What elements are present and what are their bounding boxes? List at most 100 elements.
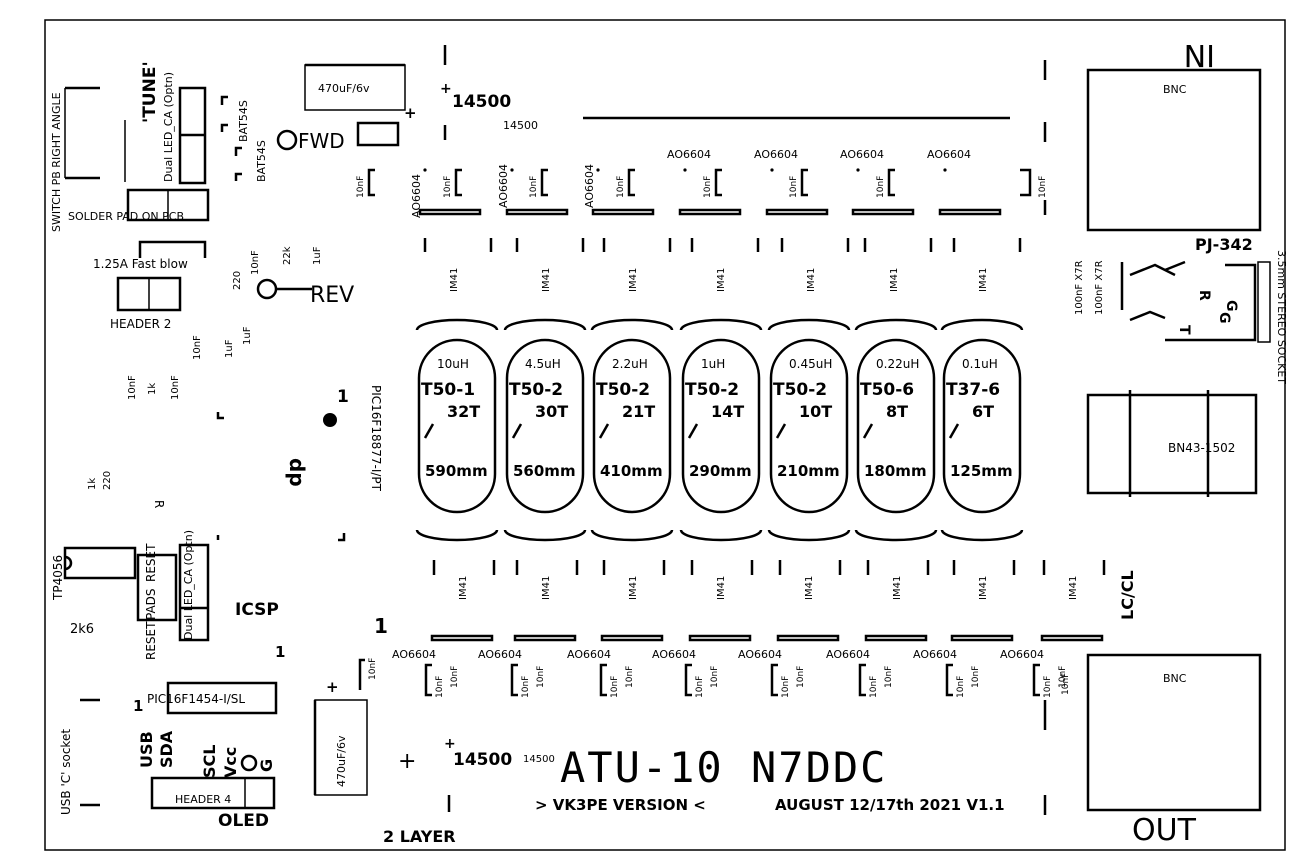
board-outline <box>44 19 1286 851</box>
pin1-dot <box>770 168 774 172</box>
cap-outline <box>358 658 365 690</box>
cap-top-value: 10nF <box>1038 176 1048 198</box>
reset-label: RESET <box>144 621 158 660</box>
mosfet-top-label: AO6604 <box>840 148 884 161</box>
r14500b-small: 14500 <box>523 754 555 765</box>
fuse-label: 1.25A Fast blow <box>93 257 188 271</box>
cap-outline <box>540 168 548 197</box>
scl-label: SCL <box>200 745 219 778</box>
mosfet-top-label: AO6604 <box>754 148 798 161</box>
toroid-arc <box>415 318 499 331</box>
mosfet-bottom-label: AO6604 <box>913 648 957 661</box>
inductor-wire: 210mm <box>777 462 840 480</box>
inductor-turns: 8T <box>886 402 908 421</box>
r-label: R <box>152 500 166 508</box>
wind-mark <box>948 423 960 439</box>
inductor-wire: 590mm <box>425 462 488 480</box>
inductor-core: T50-2 <box>773 380 827 400</box>
cap-top-value: 10nF <box>616 176 626 198</box>
pin1-dot <box>423 168 427 172</box>
toroid-outline <box>592 338 672 514</box>
cap-top-value: 10nF <box>876 176 886 198</box>
dp-label: dp <box>285 458 309 487</box>
cap-outline <box>367 168 375 197</box>
cap-bottom-value: 10nF <box>1043 676 1053 698</box>
solder-label: SOLDER PAD ON PCB <box>68 210 184 223</box>
wind-mark <box>598 423 610 439</box>
mosfet-bar <box>950 634 1014 642</box>
inductor-turns: 10T <box>799 402 832 421</box>
out-label: OUT <box>1132 813 1197 848</box>
icsp-pin1: 1 <box>275 643 285 661</box>
mosfet-bottom-label: AO6604 <box>652 648 696 661</box>
balun-label: BN43-1502 <box>1168 441 1235 455</box>
mosfet-bar <box>688 634 752 642</box>
toroid-outline <box>417 338 497 514</box>
cap-bottom-value: 10nF <box>368 658 378 680</box>
mosfet-bar <box>591 208 655 216</box>
inductor-turns: 14T <box>711 402 744 421</box>
wind-mark <box>687 423 699 439</box>
mosfet-bar <box>430 634 494 642</box>
inductor-value: 0.45uH <box>789 357 832 371</box>
cap-top-plus: + <box>404 104 417 122</box>
cap-top-value: 10nF <box>443 176 453 198</box>
board-subtitle: > VK3PE VERSION < <box>535 796 706 814</box>
mosfet-bar <box>765 208 829 216</box>
mosfet-bar <box>851 208 915 216</box>
toroid-arc <box>590 529 674 542</box>
bnc-in-label: BNC <box>1163 83 1187 96</box>
pic1-label: PIC16F1454-I/SL <box>147 692 245 706</box>
toroid-arc <box>940 318 1024 331</box>
icsp-label: ICSP <box>235 600 279 620</box>
r1k-a: 1k <box>147 383 158 395</box>
usb-lbl: USB <box>137 731 156 768</box>
jack-g2: G <box>1216 312 1232 324</box>
inductor-core: T37-6 <box>946 380 1000 400</box>
in-label: IN <box>1184 37 1215 72</box>
inductor-turns: 32T <box>447 402 480 421</box>
layers-label: 2 LAYER <box>383 827 456 846</box>
mosfet-bar <box>938 208 1002 216</box>
cap-bottom-value: 10nF <box>450 666 460 688</box>
toroid-arc <box>415 529 499 542</box>
relay-bottom-label: IM41 <box>804 576 815 600</box>
wind-mark <box>862 423 874 439</box>
cap-outline <box>714 168 722 197</box>
cap-bottom-value: 10nF <box>781 676 791 698</box>
r22k-label: 22k <box>282 246 293 265</box>
reset2-label: RESET <box>144 543 158 582</box>
cap-outline <box>800 168 808 197</box>
wind-mark <box>423 423 435 439</box>
inductor-core: T50-2 <box>685 380 739 400</box>
toroid-arc <box>503 318 587 331</box>
inductor-wire: 410mm <box>600 462 663 480</box>
relay-top-label: IM41 <box>541 268 552 292</box>
c10n-c: 10nF <box>170 375 181 400</box>
cap-outline <box>599 663 607 697</box>
g-label: G <box>257 759 276 772</box>
cap-bottom-value: 10nF <box>625 666 635 688</box>
usb-label: USB 'C' socket <box>59 729 73 815</box>
r1k-b: 1k <box>87 478 98 490</box>
pic2-pin1: 1 <box>337 387 349 407</box>
switch-label: SWITCH PB RIGHT ANGLE <box>50 92 63 232</box>
pin1-dot <box>943 168 947 172</box>
pic2-label: PIC16F18877-I/PT <box>369 385 383 492</box>
toroid-arc <box>854 318 938 331</box>
inductor-wire: 125mm <box>950 462 1013 480</box>
mosfet-bar <box>505 208 569 216</box>
inductor-turns: 21T <box>622 402 655 421</box>
toroid-arc <box>767 529 851 542</box>
cap-outline <box>424 663 432 697</box>
header4-label: HEADER 4 <box>175 793 231 806</box>
toroid-arc <box>679 529 763 542</box>
cap-bottom-value: 10nF <box>884 666 894 688</box>
relay-top-label: IM41 <box>889 268 900 292</box>
inductor-value: 4.5uH <box>525 357 561 371</box>
cap-note-1: 100nF X7R <box>1074 260 1085 315</box>
c10n-b: 10nF <box>127 375 138 400</box>
